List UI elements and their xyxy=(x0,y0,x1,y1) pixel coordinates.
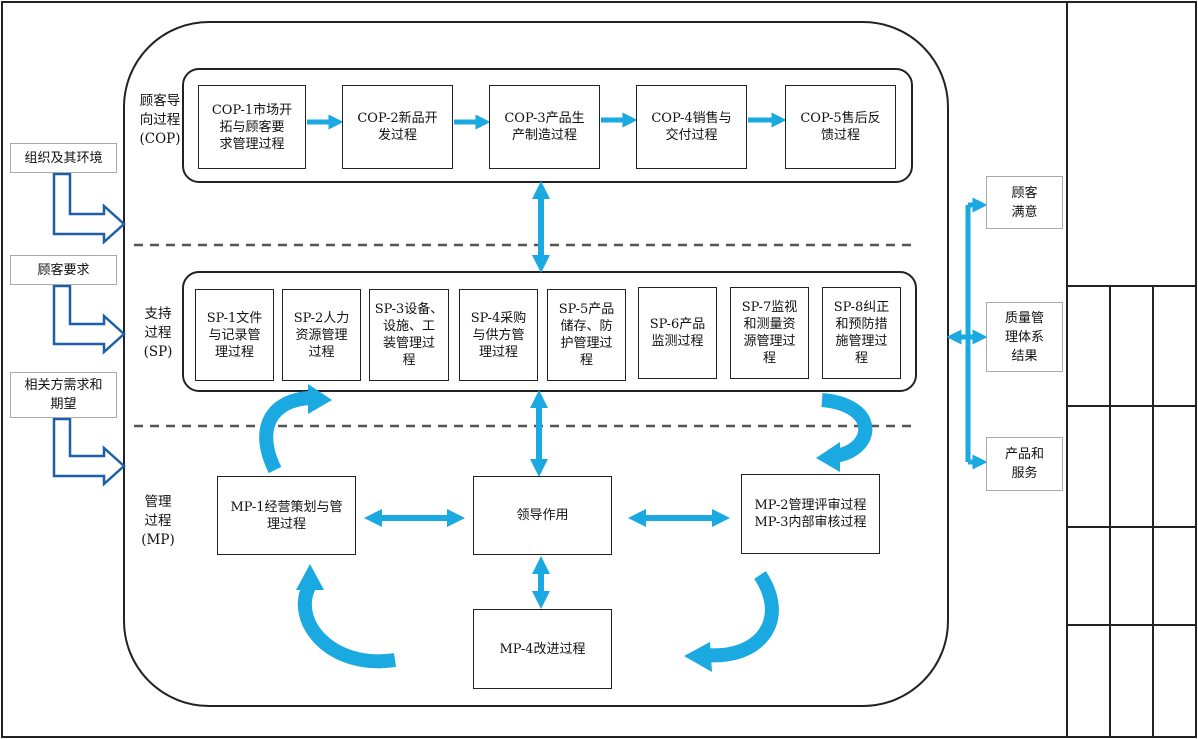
sp-6-box: SP-6产品 监测过程 xyxy=(638,287,717,379)
output-customer-satisfaction: 顾客 满意 xyxy=(986,176,1063,229)
group-label-cop: 顾客导 向过程 (COP) xyxy=(139,93,181,147)
sp-2-box: SP-2人力 资源管理 过程 xyxy=(282,289,361,381)
output-products-services: 产品和 服务 xyxy=(986,437,1063,491)
group-label-sp: 支持 过程 (SP) xyxy=(143,306,173,360)
mp-1-box: MP-1经营策划与管 理过程 xyxy=(217,476,356,555)
input-customer-requirements: 顾客要求 xyxy=(10,255,117,285)
cop-3-box: COP-3产品生 产制造过程 xyxy=(489,85,600,169)
input-organization-context: 组织及其环境 xyxy=(10,143,117,173)
sp-7-box: SP-7监视 和测量资 源管理过 程 xyxy=(730,287,809,379)
sp-3-box: SP-3设备、 设施、工 装管理过 程 xyxy=(369,289,449,381)
cop-4-box: COP-4销售与 交付过程 xyxy=(636,85,747,169)
leadership-box: 领导作用 xyxy=(473,476,612,555)
cop-5-box: COP-5售后反 馈过程 xyxy=(785,85,896,169)
improvement-cycle-arrows xyxy=(259,391,873,669)
input-arrows xyxy=(52,172,126,487)
output-arrows xyxy=(968,197,988,470)
qms-container xyxy=(123,21,949,707)
sp-1-box: SP-1文件 与记录管 理过程 xyxy=(195,289,274,381)
mp-4-box: MP-4改进过程 xyxy=(473,609,612,689)
mp-2-3-box: MP-2管理评审过程 MP-3内部审核过程 xyxy=(741,474,880,554)
interaction-arrows xyxy=(364,181,730,609)
output-qms-results: 质量管 理体系 结果 xyxy=(986,302,1063,372)
title-block-grid xyxy=(1066,2,1196,737)
sp-8-box: SP-8纠正 和预防措 施管理过 程 xyxy=(822,287,901,379)
cop-1-box: COP-1市场开 拓与顾客要 求管理过程 xyxy=(198,85,306,169)
cop-2-box: COP-2新品开 发过程 xyxy=(342,85,453,169)
sp-4-box: SP-4采购 与供方管 理过程 xyxy=(459,289,538,381)
cycle-arrowheads xyxy=(296,384,840,672)
group-label-mp: 管理 过程 (MP) xyxy=(141,494,175,548)
cop-flow-arrows xyxy=(307,112,787,130)
input-stakeholder-needs: 相关方需求和 期望 xyxy=(10,372,117,418)
sp-5-box: SP-5产品 储存、防 护管理过 程 xyxy=(547,289,626,381)
